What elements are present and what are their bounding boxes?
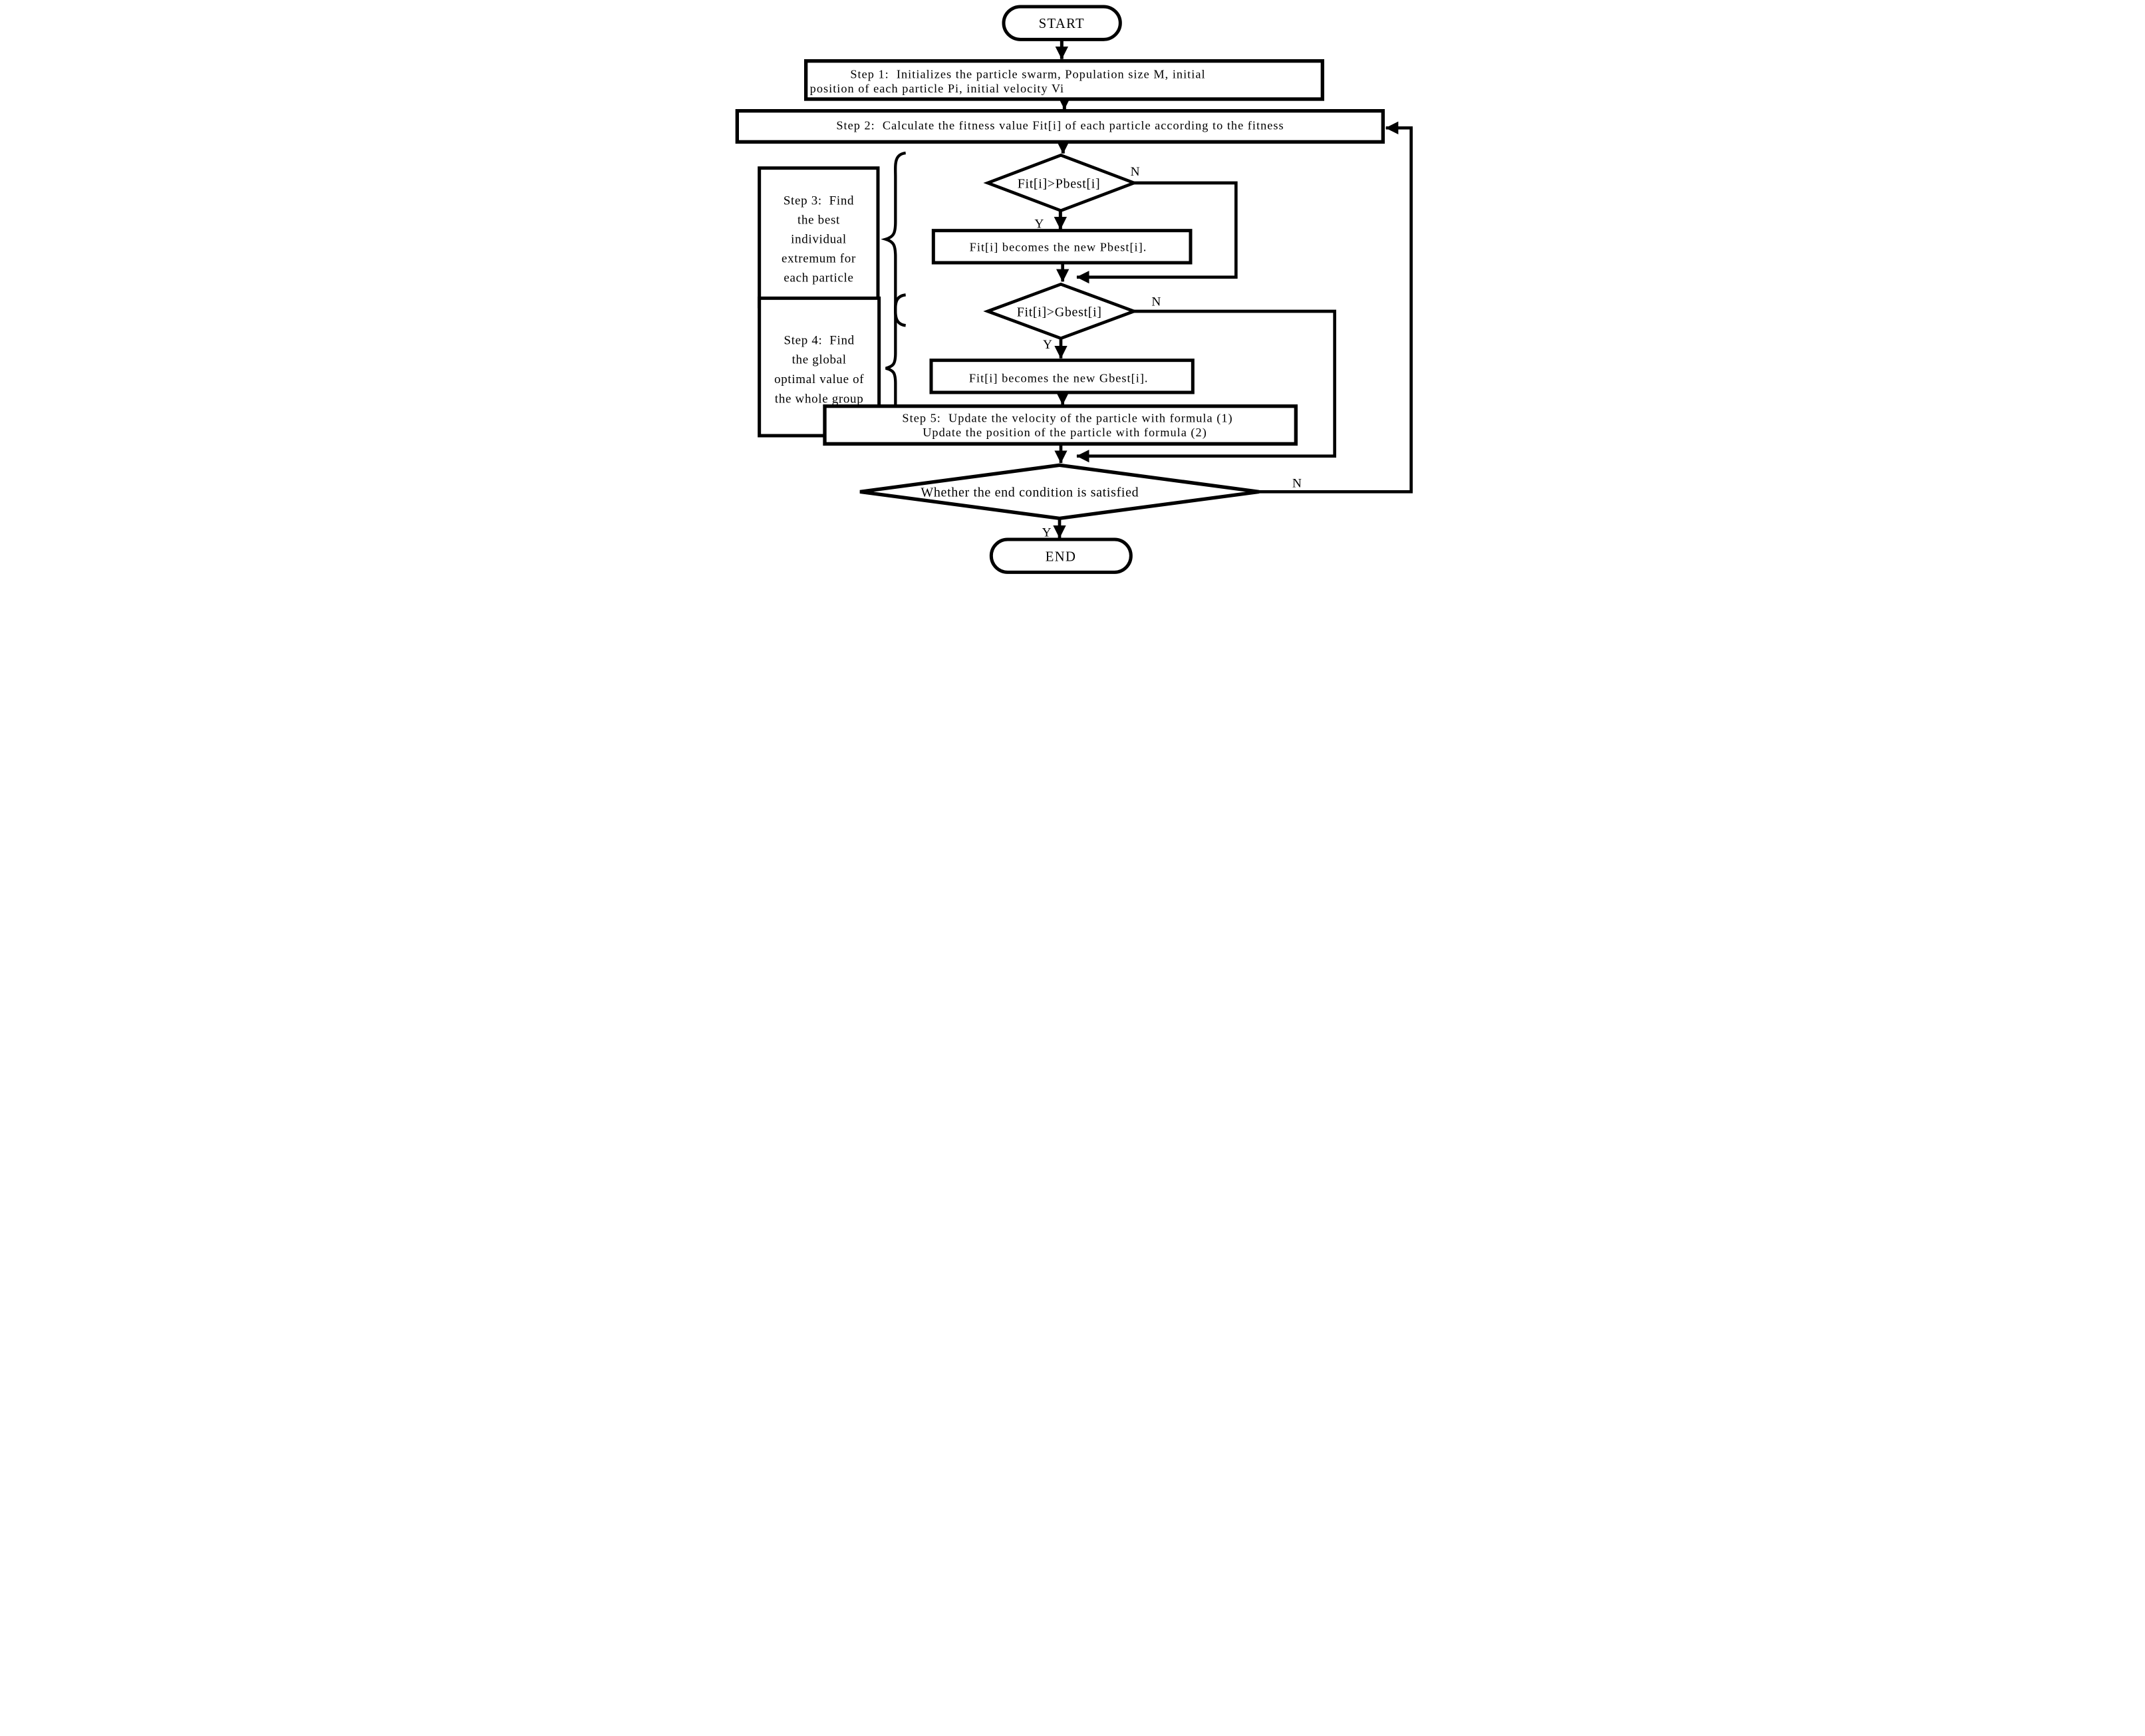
flowchart-canvas: START END Step 1: Initializes the partic…: [715, 0, 1430, 579]
step5-text-line2: Update the position of the particle with…: [923, 426, 1207, 440]
step1-text-line2: position of each particle Pi, initial ve…: [810, 82, 1065, 95]
pbest-update-box: [931, 229, 1193, 265]
start-label: START: [1039, 17, 1085, 31]
start-terminator: [1002, 5, 1122, 41]
loop-end-no-to-step2: [1259, 121, 1413, 494]
end-yes-label: Y: [1042, 526, 1052, 540]
step4-note-line2: the global: [792, 353, 847, 367]
loop-gbest-no: [1076, 309, 1336, 463]
gbest-update-text: Fit[i] becomes the new Gbest[i].: [969, 371, 1149, 384]
step3-note-line5: each particle: [784, 271, 853, 285]
step1-process-box: [804, 59, 1324, 101]
end-condition-diamond: [859, 463, 1260, 521]
end-label: END: [1046, 549, 1076, 564]
end-no-label: N: [1292, 477, 1302, 491]
step3-note-line3: individual: [791, 233, 847, 247]
step2-text: Step 2: Calculate the fitness value Fit[…: [836, 118, 1284, 132]
end-terminator: [989, 537, 1133, 574]
step3-note-line1: Step 3: Find: [784, 194, 854, 208]
pbest-decision-text: Fit[i]>Pbest[i]: [1018, 177, 1101, 192]
pbest-no-label: N: [1131, 165, 1140, 179]
step5-text-line1: Step 5: Update the velocity of the parti…: [902, 411, 1232, 425]
step3-note-box: [758, 166, 880, 309]
step2-process-box: [735, 109, 1385, 144]
pbest-decision-diamond: [983, 153, 1139, 213]
step3-note-line2: the best: [797, 214, 840, 227]
step4-note-line4: the whole group: [775, 392, 863, 406]
pbest-yes-label: Y: [1034, 217, 1044, 231]
pso-flowchart: START END Step 1: Initializes the partic…: [735, 5, 1413, 574]
gbest-decision-text: Fit[i]>Gbest[i]: [1017, 305, 1102, 320]
gbest-no-label: N: [1151, 295, 1161, 309]
step3-note-line4: extremum for: [782, 252, 856, 266]
step4-note-line3: optimal value of: [774, 372, 864, 386]
end-condition-text: Whether the end condition is satisfied: [921, 486, 1139, 500]
step1-text-line1: Step 1: Initializes the particle swarm, …: [850, 67, 1205, 80]
loop-pbest-no: [1076, 181, 1238, 284]
step5-process-box: [823, 404, 1298, 446]
step4-note-line1: Step 4: Find: [784, 333, 855, 347]
gbest-update-box: [929, 359, 1195, 394]
pbest-update-text: Fit[i] becomes the new Pbest[i].: [970, 241, 1147, 254]
gbest-yes-label: Y: [1043, 338, 1052, 352]
gbest-decision-diamond: [983, 282, 1139, 341]
